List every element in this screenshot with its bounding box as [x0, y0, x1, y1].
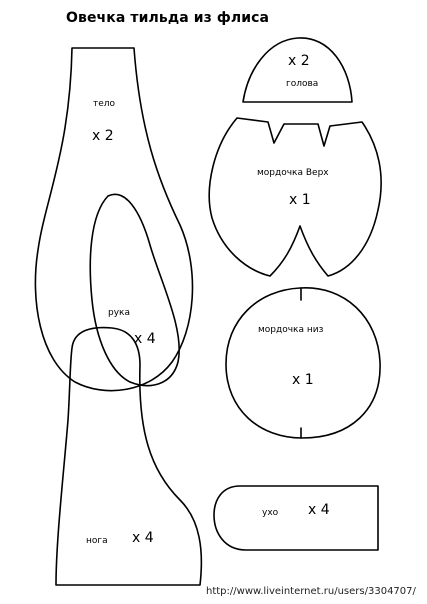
body-piece-outline: [34, 47, 194, 392]
arm-count: x 4: [134, 331, 156, 347]
muzzle-bottom-count: x 1: [292, 372, 314, 388]
ear-count: x 4: [308, 502, 330, 518]
ear-piece-outline: [213, 485, 379, 551]
muzzle-top-label: мордочка Верх: [257, 168, 329, 178]
arm-label: рука: [108, 308, 130, 318]
page-title: Овечка тильда из флиса: [66, 10, 270, 26]
watermark-url: http://www.liveinternet.ru/users/3304707…: [206, 586, 416, 597]
leg-label: нога: [86, 536, 108, 546]
muzzle-top-count: x 1: [289, 192, 311, 208]
muzzle-bottom-label: мордочка низ: [258, 325, 324, 335]
head-label: голова: [286, 79, 318, 89]
leg-piece-outline: [55, 326, 203, 586]
leg-count: x 4: [132, 530, 154, 546]
body-label: тело: [93, 99, 116, 109]
head-piece-outline: [242, 37, 353, 103]
body-count: x 2: [92, 128, 114, 144]
ear-label: ухо: [262, 508, 279, 518]
arm-piece-outline: [89, 193, 180, 387]
muzzle-bottom-piece-outline: [225, 287, 381, 439]
muzzle-top-piece-outline: [208, 117, 382, 277]
head-count: x 2: [288, 53, 310, 69]
